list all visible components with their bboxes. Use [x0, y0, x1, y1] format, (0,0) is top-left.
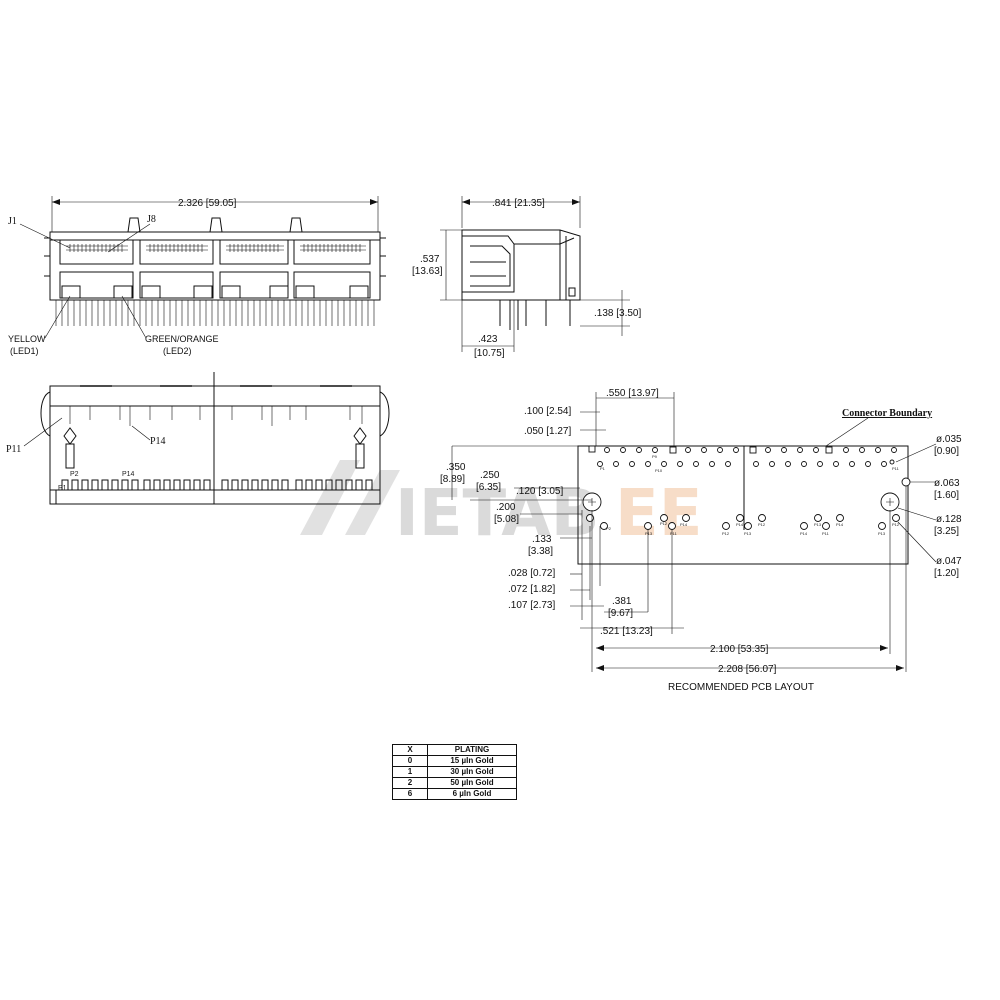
phi-128: ø.128: [936, 514, 962, 525]
dim-521: .521 [13.23]: [600, 626, 653, 637]
dim-028: .028 [0.72]: [508, 568, 555, 579]
plating-value: 15 µIn Gold: [427, 755, 517, 767]
plating-x: 0: [392, 755, 428, 767]
dim-2100: 2.100 [53.35]: [710, 644, 769, 655]
label-led1: (LED1): [10, 346, 39, 356]
phi-035: ø.035: [936, 434, 962, 445]
dim-107: .107 [2.73]: [508, 600, 555, 611]
dim-200-in: .200: [496, 502, 516, 513]
dim-200-mm: [5.08]: [494, 514, 519, 525]
plating-value: 30 µIn Gold: [427, 766, 517, 778]
dim-120: .120 [3.05]: [516, 486, 563, 497]
phi-063-mm: [1.60]: [934, 490, 959, 501]
plating-x: 1: [392, 766, 428, 778]
table-row: 2 50 µIn Gold: [392, 777, 517, 789]
label-green-orange: GREEN/ORANGE: [145, 334, 219, 344]
plating-x: 6: [392, 788, 428, 800]
svg-text:P13: P13: [878, 531, 886, 536]
label-yellow: YELLOW: [8, 334, 46, 344]
dim-381-in: .381: [612, 596, 632, 607]
front-ports: [59, 239, 371, 299]
side-depth-dim: .841 [21.35]: [492, 198, 545, 209]
label-j1: J1: [8, 216, 17, 227]
side-view: .841 [21.35] .537 [13.63] .138 [3.50] .4…: [412, 196, 641, 359]
svg-text:P13: P13: [645, 531, 653, 536]
phi-128-mm: [3.25]: [934, 526, 959, 537]
side-height-dim-mm: [13.63]: [412, 266, 443, 277]
front-view: 2.326 [59.05]: [8, 196, 386, 356]
phi-047: ø.047: [936, 556, 962, 567]
plating-header-row: X PLATING: [392, 744, 517, 756]
dim-050: .050 [1.27]: [524, 426, 571, 437]
phi-047-mm: [1.20]: [934, 568, 959, 579]
svg-text:P14: P14: [836, 522, 844, 527]
dim-2208: 2.208 [56.07]: [718, 664, 777, 675]
svg-text:P10: P10: [655, 468, 663, 473]
label-led2: (LED2): [163, 346, 192, 356]
plating-header-plating: PLATING: [427, 744, 517, 756]
bottom-label-p14: P14: [150, 436, 166, 447]
pcb-title: RECOMMENDED PCB LAYOUT: [668, 682, 814, 693]
pcb-outline: [577, 445, 909, 565]
side-pin-dim: .138 [3.50]: [594, 308, 641, 319]
watermark-text-orange: EE: [615, 477, 702, 551]
bottom-label-p1: P1: [58, 485, 67, 492]
svg-text:P11: P11: [670, 531, 678, 536]
label-j8: J8: [147, 214, 156, 225]
pcb-pins-row1: [588, 445, 897, 454]
svg-text:P12: P12: [892, 522, 900, 527]
svg-text:P14: P14: [736, 522, 744, 527]
dim-350-in: .350: [446, 462, 466, 473]
svg-text:P11: P11: [892, 466, 900, 471]
dim-100: .100 [2.54]: [524, 406, 571, 417]
pcb-layout: Connector Boundary: [440, 388, 962, 693]
bottom-view: P11 P14 P1 P2 P14: [6, 372, 390, 505]
plating-table: X PLATING 0 15 µIn Gold 1 30 µIn Gold 2 …: [392, 744, 517, 800]
svg-text:P2: P2: [606, 526, 612, 531]
svg-text:P11: P11: [822, 531, 830, 536]
svg-text:P12: P12: [758, 522, 766, 527]
side-base-dim-in: .423: [478, 334, 498, 345]
svg-text:P14: P14: [800, 531, 808, 536]
bottom-label-p14b: P14: [122, 471, 135, 478]
dim-133-mm: [3.38]: [528, 546, 553, 557]
dim-381-mm: [9.67]: [608, 608, 633, 619]
pcb-pins-row2: [597, 459, 895, 467]
bottom-label-p11: P11: [6, 444, 21, 455]
table-row: 0 15 µIn Gold: [392, 755, 517, 767]
side-height-dim-in: .537: [420, 254, 440, 265]
svg-text:P14: P14: [680, 522, 688, 527]
dim-550: .550 [13.97]: [606, 388, 659, 399]
table-row: 1 30 µIn Gold: [392, 766, 517, 778]
phi-063: ø.063: [934, 478, 960, 489]
dim-133-in: .133: [532, 534, 552, 545]
dim-072: .072 [1.82]: [508, 584, 555, 595]
svg-text:P9: P9: [652, 454, 658, 459]
side-base-dim-mm: [10.75]: [474, 348, 505, 359]
svg-text:P13: P13: [814, 522, 822, 527]
table-row: 6 6 µIn Gold: [392, 788, 517, 800]
plating-value: 50 µIn Gold: [427, 777, 517, 789]
pcb-pins-row3: [586, 514, 900, 530]
pcb-pin-labels: P1 P2 P9 P10 P12 P13 P14 P11 P12 P14 P13…: [600, 454, 900, 536]
svg-text:P1: P1: [600, 466, 606, 471]
svg-text:P12: P12: [660, 521, 668, 526]
dim-250-mm: [6.35]: [476, 482, 501, 493]
svg-text:P13: P13: [744, 531, 752, 536]
dim-350-mm: [8.89]: [440, 474, 465, 485]
plating-value: 6 µIn Gold: [427, 788, 517, 800]
plating-header-x: X: [392, 744, 428, 756]
dim-250-in: .250: [480, 470, 500, 481]
svg-text:P12: P12: [722, 531, 730, 536]
plating-x: 2: [392, 777, 428, 789]
front-width-dim: 2.326 [59.05]: [178, 198, 237, 209]
connector-boundary-label: Connector Boundary: [842, 408, 932, 419]
phi-035-mm: [0.90]: [934, 446, 959, 457]
bottom-label-p2: P2: [70, 471, 79, 478]
